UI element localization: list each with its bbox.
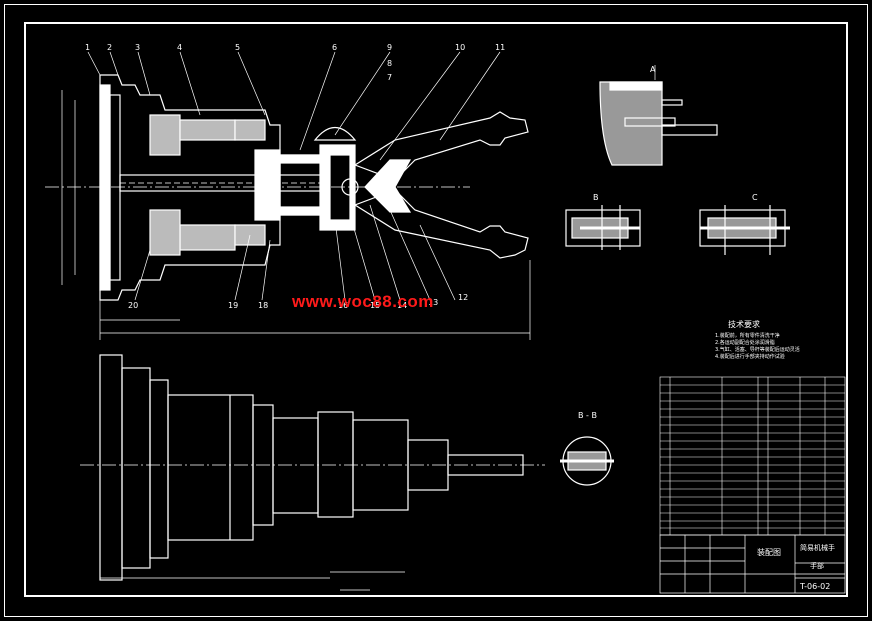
part-number: 7 xyxy=(387,73,392,82)
part-number: 2 xyxy=(107,43,112,52)
part-number: 4 xyxy=(177,43,182,52)
part-number: 12 xyxy=(458,293,468,302)
part-number: 11 xyxy=(495,43,505,52)
tech-req-line: 4.装配后进行手部夹持动作试验 xyxy=(715,353,785,360)
section-view-bb xyxy=(560,436,614,486)
tech-req-line: 2.各运动副配合处涂润滑脂 xyxy=(715,339,775,346)
part-number: 3 xyxy=(135,43,140,52)
section-label-bb: B - B xyxy=(578,411,597,420)
drawing-name: 装配图 xyxy=(757,547,781,557)
part-number-labels-top: 1 2 3 4 5 6 9 8 7 10 11 xyxy=(85,43,505,82)
inner-frame xyxy=(24,22,848,597)
tech-req-line: 1.装配前，所有零件清洗干净 xyxy=(715,332,780,339)
parts-list-table xyxy=(659,376,846,536)
design-title: 简易机械手 xyxy=(800,543,835,552)
part-number: 14 xyxy=(397,301,407,310)
section-view-top xyxy=(45,51,531,340)
tech-req-title: 技术要求 xyxy=(728,319,760,329)
external-view-bottom xyxy=(80,354,545,591)
part-title: 手部 xyxy=(810,561,824,570)
section-label-b: B xyxy=(593,193,599,202)
part-number: 5 xyxy=(235,43,240,52)
technical-requirements: 技术要求 1.装配前，所有零件清洗干净 2.各运动副配合处涂润滑脂 3.气缸、活… xyxy=(715,319,800,360)
detail-view-a xyxy=(599,65,718,166)
part-number: 16 xyxy=(338,301,348,310)
part-number: 19 xyxy=(228,301,238,310)
detail-view-c xyxy=(699,205,790,255)
drawing-number: T-06-02 xyxy=(799,582,830,591)
title-block xyxy=(659,534,846,594)
outer-frame xyxy=(4,4,868,617)
section-label-a: A xyxy=(650,65,656,74)
tech-req-line: 3.气缸、活塞、导杆等装配后运动灵活 xyxy=(715,346,800,353)
part-number: 15 xyxy=(370,301,380,310)
part-number: 10 xyxy=(455,43,465,52)
part-number: 6 xyxy=(332,43,337,52)
part-number: 1 xyxy=(85,43,90,52)
part-number: 20 xyxy=(128,301,138,310)
detail-view-b xyxy=(565,205,641,250)
part-number: 8 xyxy=(387,59,392,68)
watermark-text: www.woc88.com xyxy=(292,292,434,311)
part-number-labels-bottom: 20 19 18 16 15 14 13 12 xyxy=(128,293,468,310)
part-number: 18 xyxy=(258,301,268,310)
part-number: 9 xyxy=(387,43,392,52)
section-label-c: C xyxy=(752,193,758,202)
part-number: 13 xyxy=(428,298,438,307)
